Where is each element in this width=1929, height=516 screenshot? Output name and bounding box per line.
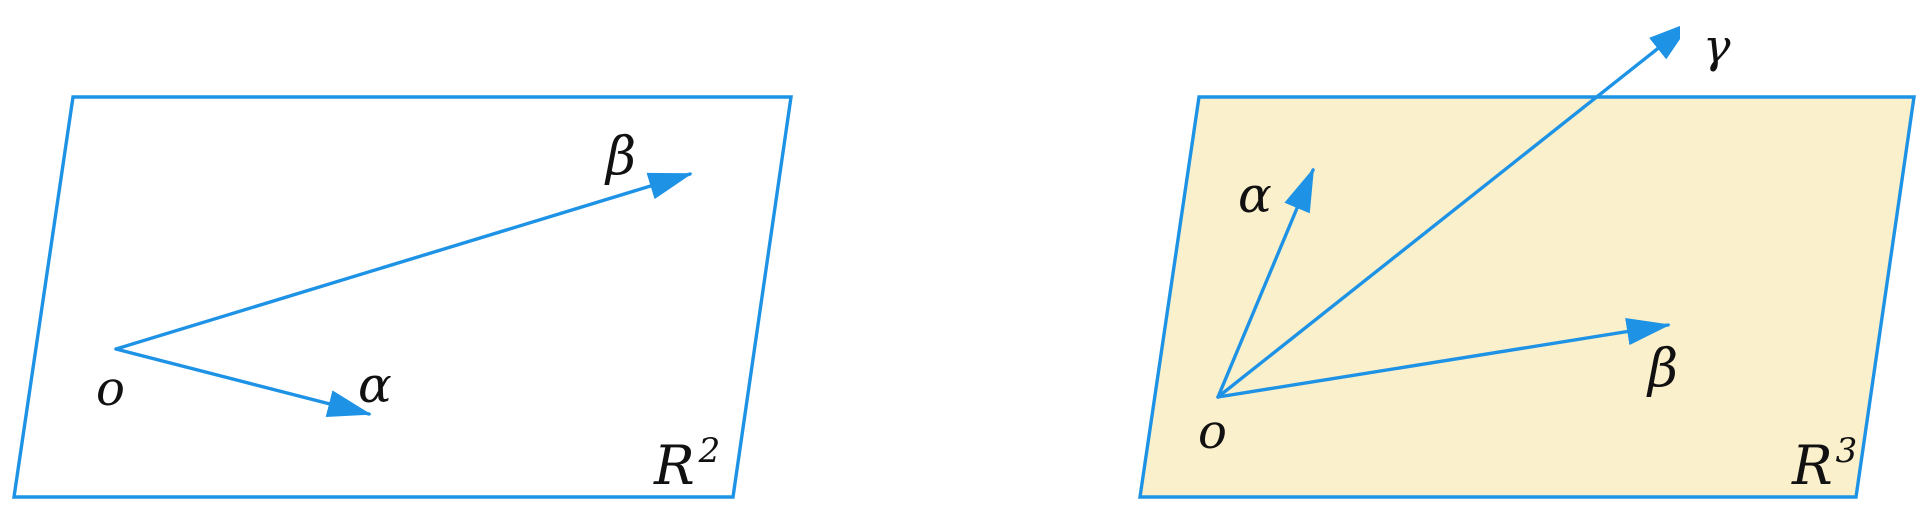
- vector-alpha-r3: [1216, 167, 1315, 399]
- origin-label-r2: o: [96, 361, 125, 417]
- plane-r3: [1138, 95, 1916, 499]
- right-panel-r3: o α β γ R3: [1138, 19, 1916, 499]
- vector-beta-r3: [1216, 317, 1671, 399]
- vector-label-alpha-r2: α: [358, 356, 392, 414]
- vector-label-beta-r3: β: [1646, 339, 1678, 399]
- vector-gamma-r3: [1216, 21, 1693, 399]
- vector-label-gamma-r3: γ: [1703, 19, 1731, 73]
- vector-alpha-r2: [114, 347, 372, 418]
- vector-beta-r2: [114, 172, 693, 351]
- vector-label-beta-r2: β: [604, 127, 636, 187]
- plane-r2: [12, 95, 793, 499]
- space-label-r3: R3: [1791, 431, 1857, 497]
- origin-label-r3: o: [1198, 404, 1227, 460]
- vector-label-alpha-r3: α: [1238, 166, 1272, 224]
- gamma-label-backdrop: [1680, 20, 1756, 94]
